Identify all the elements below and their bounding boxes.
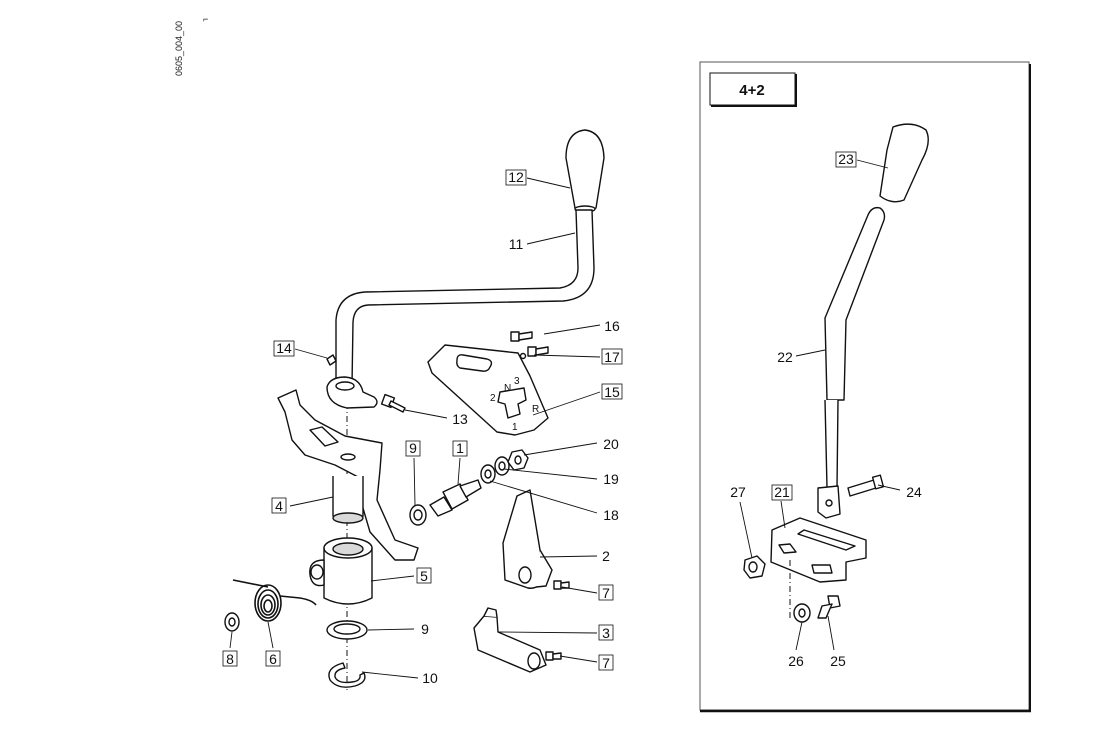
screw-17 [519, 346, 549, 360]
callout-18: 18 [603, 507, 619, 523]
callout-1: 1 [456, 440, 464, 456]
bolt-24 [847, 474, 885, 497]
callout-12: 12 [508, 169, 524, 185]
corner-mark: ⌐ [203, 14, 208, 24]
grub-screw-14 [326, 354, 337, 366]
lever-clamp-hole [335, 381, 355, 391]
callout-20: 20 [603, 436, 619, 452]
screw-13 [380, 393, 406, 413]
gate-3: 3 [514, 376, 520, 387]
fork-hole [340, 453, 356, 461]
washer-9-upper [409, 504, 427, 526]
drawing-code: 0605_004_00 [174, 21, 184, 76]
nut-27 [743, 555, 766, 579]
callout-10: 10 [422, 670, 438, 686]
shift-fork-bracket-4 [277, 389, 419, 561]
callout-6: 6 [269, 651, 277, 667]
callout-7-lower: 7 [602, 655, 610, 671]
callout-15: 15 [604, 384, 620, 400]
callout-9-upper: 9 [409, 440, 417, 456]
arm-3 [473, 607, 547, 673]
lever-22 [824, 206, 886, 401]
fork-slot [309, 426, 339, 447]
screw-7b [545, 651, 562, 661]
circlip-10 [328, 662, 366, 688]
callout-16: 16 [604, 318, 620, 334]
callout-25: 25 [830, 653, 846, 669]
inset-panel [699, 61, 1031, 713]
callout-9-lower: 9 [421, 621, 429, 637]
callout-14: 14 [276, 340, 292, 356]
fork-pivot-end [332, 512, 364, 524]
lever-clamp [326, 376, 378, 409]
washer-26 [793, 603, 811, 623]
callout-4: 4 [275, 498, 283, 514]
inset-title-box: 4+2 [709, 72, 797, 107]
washer-9-lower [326, 620, 368, 640]
callout-3: 3 [602, 625, 610, 641]
nut-20 [507, 449, 529, 471]
callout-23: 23 [838, 151, 854, 167]
washer-19 [494, 456, 510, 476]
gate-1: 1 [512, 422, 518, 433]
callout-21: 21 [774, 484, 790, 500]
clevis-hole [825, 499, 833, 507]
knob-23 [879, 123, 929, 203]
gate-2: 2 [490, 393, 496, 404]
stud-1 [429, 479, 482, 517]
callout-7-upper: 7 [602, 585, 610, 601]
washer-8 [224, 612, 240, 632]
leader-lines [229, 159, 901, 679]
knob-12 [565, 129, 605, 212]
callout-24: 24 [906, 484, 922, 500]
spring-6 [232, 579, 317, 622]
callouts: 12 11 14 13 16 17 15 20 19 18 1 9 4 5 2 … [222, 151, 922, 686]
callout-17: 17 [604, 349, 620, 365]
inset-title: 4+2 [739, 82, 764, 99]
gate-n: N [504, 383, 511, 394]
callout-11: 11 [509, 236, 524, 252]
callout-19: 19 [603, 471, 619, 487]
bracket-21 [770, 517, 867, 583]
callout-8: 8 [226, 651, 234, 667]
screw-16 [510, 331, 533, 342]
washer-18 [480, 464, 496, 484]
callout-22: 22 [777, 349, 793, 365]
bushing-5 [309, 537, 373, 605]
callout-2: 2 [602, 548, 610, 564]
gate-plate-15: N 2 3 1 R [427, 344, 549, 436]
lever-22-shaft [824, 399, 839, 489]
callout-5: 5 [420, 568, 428, 584]
callout-13: 13 [452, 411, 468, 427]
callout-27: 27 [730, 484, 746, 500]
gate-r: R [532, 404, 539, 415]
bolt-25 [817, 595, 841, 619]
lever-block-2 [502, 489, 553, 589]
callout-26: 26 [788, 653, 804, 669]
